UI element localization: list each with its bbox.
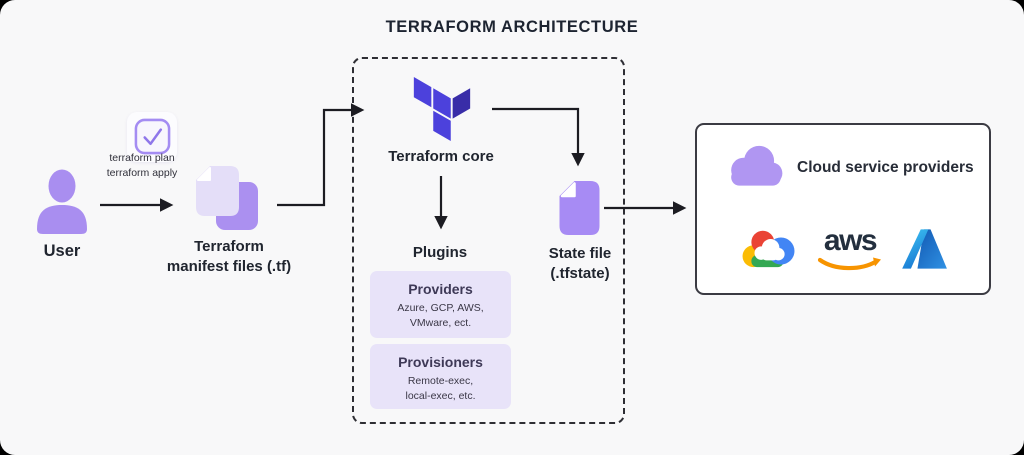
provisioners-line2: local-exec, etc. [405, 389, 476, 402]
providers-title: Providers [408, 281, 473, 297]
state-file-icon [559, 181, 600, 235]
providers-line2: VMware, ect. [409, 316, 472, 329]
page-title: TERRAFORM ARCHITECTURE [385, 18, 639, 36]
manifest-label-line1: Terraform [194, 238, 264, 255]
state-file-label-line1: State file [548, 245, 612, 262]
manifest-label-line2: manifest files (.tf) [166, 257, 292, 275]
user-label: User [43, 242, 81, 260]
providers-line1: Azure, GCP, AWS, [397, 302, 484, 314]
state-file-label-line2: (.tfstate) [550, 264, 610, 282]
command-apply: terraform apply [106, 167, 178, 180]
terraform-boundary-box [352, 57, 625, 424]
state-file-label: State file (.tfstate) [533, 244, 627, 284]
manifest-label: Terraform manifest files (.tf) [148, 237, 310, 277]
provisioners-title: Provisioners [398, 354, 483, 370]
google-cloud-logo-icon [742, 230, 795, 268]
aws-logo-text: aws [823, 224, 878, 257]
cloud-box-title: Cloud service providers [797, 159, 974, 176]
terraform-commands: terraform plan terraform apply [88, 151, 196, 181]
providers-box: Providers Azure, GCP, AWS, VMware, ect. [370, 271, 511, 338]
manifest-files-icon [196, 166, 258, 230]
cloud-icon [731, 145, 783, 186]
aws-logo-icon: aws [816, 224, 884, 277]
provisioners-box: Provisioners Remote-exec, local-exec, et… [370, 344, 511, 409]
checkbox-icon [134, 118, 171, 155]
aws-smile-icon [817, 257, 881, 270]
arrow-manifest-to-core [277, 103, 365, 207]
command-plan: terraform plan [109, 152, 175, 164]
provisioners-line1: Remote-exec, [407, 375, 474, 387]
plugins-label: Plugins [412, 244, 468, 261]
user-icon [37, 169, 87, 234]
terraform-core-label: Terraform core [388, 148, 494, 165]
terraform-logo-icon [413, 77, 471, 141]
azure-logo-icon [902, 229, 947, 269]
